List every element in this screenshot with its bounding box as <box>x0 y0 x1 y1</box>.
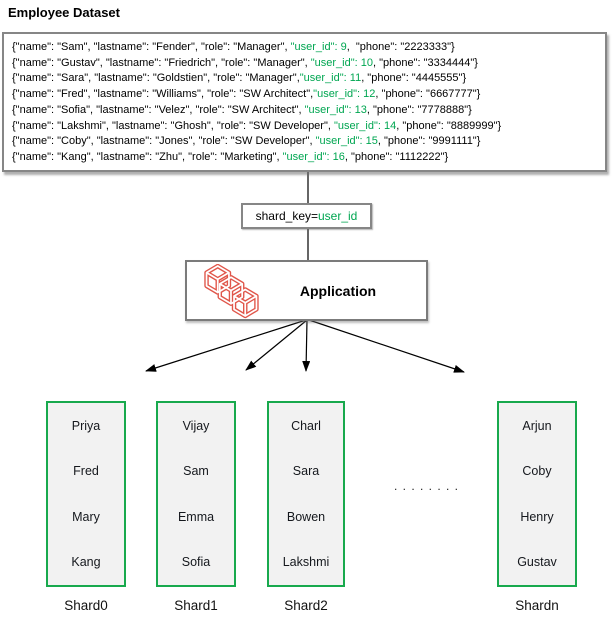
record-prefix: {"name": "Sara", "lastname": "Goldstien"… <box>12 72 300 85</box>
arrow-to-shardn <box>308 319 465 373</box>
shard-name: Fred <box>73 464 99 479</box>
user-id-highlight: "user_id": 11 <box>299 72 362 85</box>
application-box: Application <box>185 260 428 321</box>
dataset-record: {"name": "Coby", "lastname": "Jones", "r… <box>12 134 605 150</box>
shard-key-value: user_id <box>318 209 358 223</box>
shard-name: Lakshmi <box>282 555 330 570</box>
shard-key-label: shard_key= <box>255 209 318 223</box>
shard-name: Coby <box>522 464 552 479</box>
shard-name: Arjun <box>522 418 552 433</box>
record-prefix: {"name": "Coby", "lastname": "Jones", "r… <box>12 135 316 148</box>
shard-label: Shard2 <box>284 598 328 613</box>
dataset-record: {"name": "Lakshmi", "lastname": "Ghosh",… <box>12 119 605 135</box>
shard-name: Sara <box>292 464 320 479</box>
record-prefix: {"name": "Gustav", "lastname": "Friedric… <box>12 56 311 69</box>
shardn: Arjun Coby Henry Gustav Shardn <box>497 401 577 613</box>
dataset-record: {"name": "Sofia", "lastname": "Velez", "… <box>12 103 605 119</box>
record-suffix: , "phone": "4445555"} <box>361 72 467 85</box>
containers-icon <box>200 264 264 319</box>
shard-name: Emma <box>177 509 215 524</box>
shard-name: Sam <box>183 464 209 479</box>
shard-name: Charl <box>291 418 321 433</box>
record-suffix: , "phone": "2223333"} <box>346 41 455 53</box>
shard-name: Kang <box>71 555 101 570</box>
record-prefix: {"name": "Lakshmi", "lastname": "Ghosh",… <box>12 119 334 132</box>
dataset-record: {"name": "Kang", "lastname": "Zhu", "rol… <box>12 150 605 166</box>
record-suffix: , "phone": "3334444"} <box>373 56 478 69</box>
record-prefix: {"name": "Fred", "lastname": "Williams",… <box>12 88 314 101</box>
dataset-record: {"name": "Gustav", "lastname": "Friedric… <box>12 56 605 72</box>
shard1: Vijay Sam Emma Sofia Shard1 <box>156 401 236 613</box>
shard-name: Sofia <box>181 555 211 570</box>
record-suffix: , "phone": "7778888"} <box>366 103 472 116</box>
shard-name: Henry <box>520 509 554 524</box>
ellipsis-dots: . . . . . . . . <box>394 479 460 493</box>
user-id-highlight: "user_id": 12 <box>313 88 376 101</box>
shard-box: Vijay Sam Emma Sofia <box>156 401 236 587</box>
application-label: Application <box>299 282 377 299</box>
shard-label: Shard1 <box>174 598 218 613</box>
shard-name: Bowen <box>286 509 326 524</box>
shard-label: Shardn <box>515 598 559 613</box>
shard-box: Priya Fred Mary Kang <box>46 401 126 587</box>
shard-box: Arjun Coby Henry Gustav <box>497 401 577 587</box>
arrow-to-shard2 <box>302 319 311 372</box>
arrow-to-shard1 <box>245 319 308 371</box>
shard-box: Charl Sara Bowen Lakshmi <box>267 401 345 587</box>
shard0: Priya Fred Mary Kang Shard0 <box>46 401 126 613</box>
record-prefix: {"name": "Sofia", "lastname": "Velez", "… <box>12 103 305 116</box>
record-prefix: {"name": "Kang", "lastname": "Zhu", "rol… <box>12 150 283 163</box>
record-suffix: , "phone": "6667777"} <box>375 88 481 101</box>
shard-name: Mary <box>72 509 100 524</box>
arrow-to-shard0 <box>145 319 307 372</box>
user-id-highlight: "user_id": 14 <box>333 119 397 132</box>
record-suffix: , "phone": "1112222"} <box>344 150 449 163</box>
record-suffix: , "phone": "9991111"} <box>377 135 481 148</box>
dataset-record: {"name": "Sam", "lastname": "Fender", "r… <box>12 40 605 56</box>
dataset-record: {"name": "Sara", "lastname": "Goldstien"… <box>12 71 605 87</box>
record-prefix: {"name": "Sam", "lastname": "Fender", "r… <box>12 41 291 53</box>
shard-name: Gustav <box>517 555 557 570</box>
dataset-box: {"name": "Sam", "lastname": "Fender", "r… <box>2 32 607 172</box>
shard-name: Priya <box>71 418 101 433</box>
user-id-highlight: "user_id": 16 <box>282 150 345 163</box>
record-suffix: , "phone": "8889999"} <box>396 119 502 132</box>
dataset-record: {"name": "Fred", "lastname": "Williams",… <box>12 87 605 103</box>
shard2: Charl Sara Bowen Lakshmi Shard2 <box>267 401 345 613</box>
diagram-title: Employee Dataset <box>8 5 120 20</box>
shard-label: Shard0 <box>64 598 108 613</box>
shard-key-box: shard_key=user_id <box>241 203 372 229</box>
shard-name: Vijay <box>182 418 210 433</box>
user-id-highlight: "user_id": 13 <box>304 103 367 116</box>
user-id-highlight: "user_id": 10 <box>310 56 373 69</box>
user-id-highlight: "user_id": 9 <box>290 41 347 53</box>
user-id-highlight: "user_id": 15 <box>315 135 378 148</box>
